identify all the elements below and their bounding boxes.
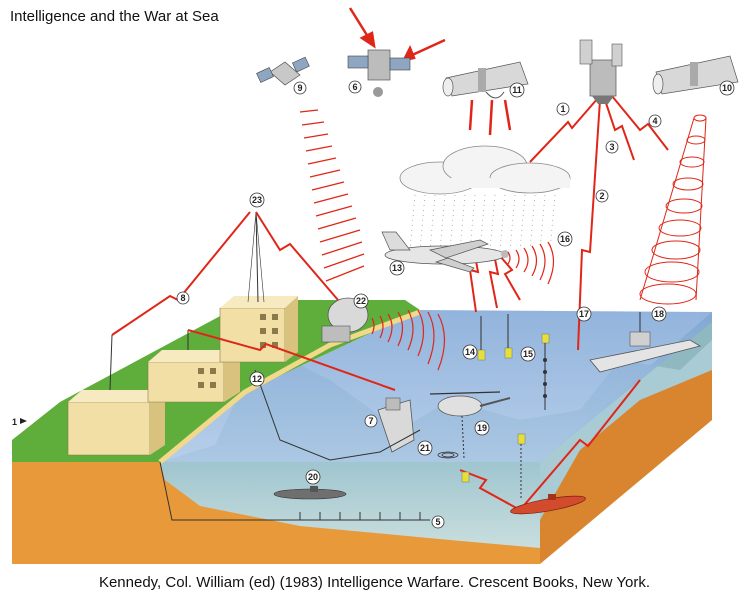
trawler: [377, 397, 415, 453]
svg-text:1: 1: [12, 417, 17, 427]
sea-surface: [160, 310, 712, 462]
satellite-10: [652, 55, 739, 95]
marker-8: 8: [176, 291, 190, 305]
aircraft-signal-arcs: [507, 241, 555, 285]
shoreline: [158, 309, 421, 464]
svg-text:9: 9: [297, 83, 302, 93]
svg-text:22: 22: [356, 296, 366, 306]
satellite-9-signal: [299, 109, 365, 282]
marker-15: 15: [520, 346, 536, 362]
radar-beam: [371, 309, 446, 371]
building-back: [219, 296, 298, 363]
sea-floor-sensors: [159, 369, 430, 521]
satellite-9: [256, 56, 310, 86]
underwater-section: [160, 462, 540, 548]
sonobuoys: [461, 314, 550, 500]
marker-2: 2: [595, 189, 609, 203]
helicopter: [429, 391, 511, 459]
enemy-submarine: [510, 494, 586, 515]
marker-6: 6: [348, 80, 362, 94]
marker-4: 4: [648, 114, 662, 128]
antenna-mast: [255, 211, 259, 303]
building-middle: [147, 330, 240, 403]
marker-18: 18: [651, 306, 667, 322]
uplink-arrows: [348, 7, 512, 136]
svg-text:23: 23: [252, 195, 262, 205]
rain-cloud: [399, 145, 571, 195]
marker-17: 17: [576, 306, 592, 322]
svg-text:11: 11: [512, 85, 522, 95]
svg-text:3: 3: [609, 142, 614, 152]
marker-23: 23: [249, 192, 265, 208]
marker-12: 12: [249, 371, 265, 387]
svg-text:8: 8: [180, 293, 185, 303]
sonar-rings: [437, 451, 459, 459]
svg-text:13: 13: [392, 263, 402, 273]
satellite-11: [442, 61, 529, 99]
satellite-10-beam: [639, 114, 707, 305]
marker-14: 14: [462, 344, 478, 360]
marker-5: 5: [431, 515, 445, 529]
svg-text:7: 7: [368, 416, 373, 426]
svg-text:4: 4: [652, 116, 657, 126]
patrol-aircraft: [381, 231, 509, 273]
marker-16: 16: [557, 231, 573, 247]
marker-21: 21: [417, 440, 433, 456]
svg-text:19: 19: [477, 423, 487, 433]
svg-text:12: 12: [252, 374, 262, 384]
marker-10: 10: [719, 80, 735, 96]
marker-19: 19: [474, 420, 490, 436]
marker-22: 22: [353, 293, 369, 309]
svg-text:18: 18: [654, 309, 664, 319]
svg-text:6: 6: [352, 82, 357, 92]
svg-text:21: 21: [420, 443, 430, 453]
satellite-6: [347, 49, 411, 97]
rain: [412, 196, 562, 246]
signal-links: [111, 95, 669, 511]
svg-text:17: 17: [579, 309, 589, 319]
svg-text:16: 16: [560, 234, 570, 244]
svg-text:10: 10: [722, 83, 732, 93]
marker-9: 9: [293, 81, 307, 95]
marker-20: 20: [305, 469, 321, 485]
marker-1: 1: [556, 102, 570, 116]
svg-text:2: 2: [599, 191, 604, 201]
source-caption: Kennedy, Col. William (ed) (1983) Intell…: [98, 574, 651, 591]
warship: [589, 312, 702, 373]
svg-text:1: 1: [560, 104, 565, 114]
friendly-submarine: [273, 486, 347, 500]
marker-3: 3: [605, 140, 619, 154]
marker-7: 7: [364, 414, 378, 428]
svg-text:5: 5: [435, 517, 440, 527]
svg-text:15: 15: [523, 349, 533, 359]
building-front: [67, 334, 165, 456]
svg-text:14: 14: [465, 347, 475, 357]
side-marker: 1: [12, 417, 27, 427]
marker-11: 11: [509, 82, 525, 98]
number-markers: 1 2 3 4 5 6 7 8 9 10 11 12 13 14 15 16 1…: [176, 80, 735, 529]
marker-13: 13: [389, 260, 405, 276]
svg-text:20: 20: [308, 472, 318, 482]
satellite-central: [579, 39, 623, 104]
diagram-title: Intelligence and the War at Sea: [10, 8, 219, 25]
